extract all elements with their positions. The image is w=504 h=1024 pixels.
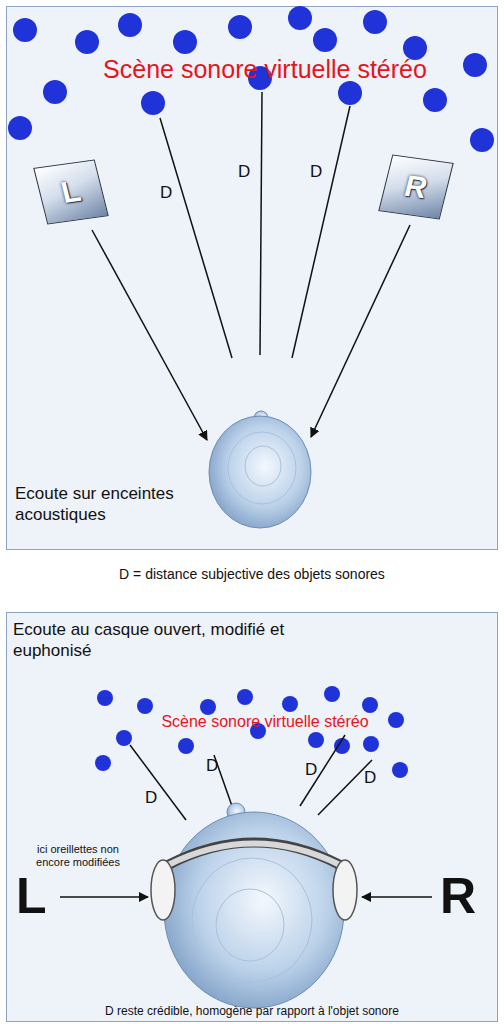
earpiece-note: ici oreillettes non encore modifiées (28, 843, 128, 869)
legend-note: D = distance subjective des objets sonor… (0, 566, 504, 582)
speaker-label: R (401, 169, 431, 205)
scene-title: Scène sonore virtuelle stéréo (95, 713, 435, 731)
scene-title: Scène sonore virtuelle stéréo (40, 55, 490, 84)
channel-letter: R (440, 868, 486, 925)
panel-heading: Ecoute au casque ouvert, modifié et euph… (13, 619, 333, 661)
speaker-label: L (58, 174, 84, 210)
distance-mark: D (310, 162, 330, 182)
channel-letter: L (16, 868, 62, 925)
distance-mark: D (305, 760, 325, 780)
distance-mark: D (160, 183, 180, 203)
distance-mark: D (145, 788, 165, 808)
distance-mark: D (238, 162, 258, 182)
speaker-box: R (378, 154, 454, 219)
speaker-box: L (33, 159, 109, 224)
listening-panel: Ecoute au casque ouvert, modifié et euph… (6, 612, 498, 1022)
listening-panel: Ecoute sur enceintes acoustiques L R (6, 6, 498, 550)
caption-note: D reste crédible, homogène par rapport à… (0, 1004, 504, 1018)
distance-mark: D (364, 768, 384, 788)
distance-mark: D (206, 756, 226, 776)
panel-heading: Ecoute sur enceintes acoustiques (15, 483, 245, 525)
